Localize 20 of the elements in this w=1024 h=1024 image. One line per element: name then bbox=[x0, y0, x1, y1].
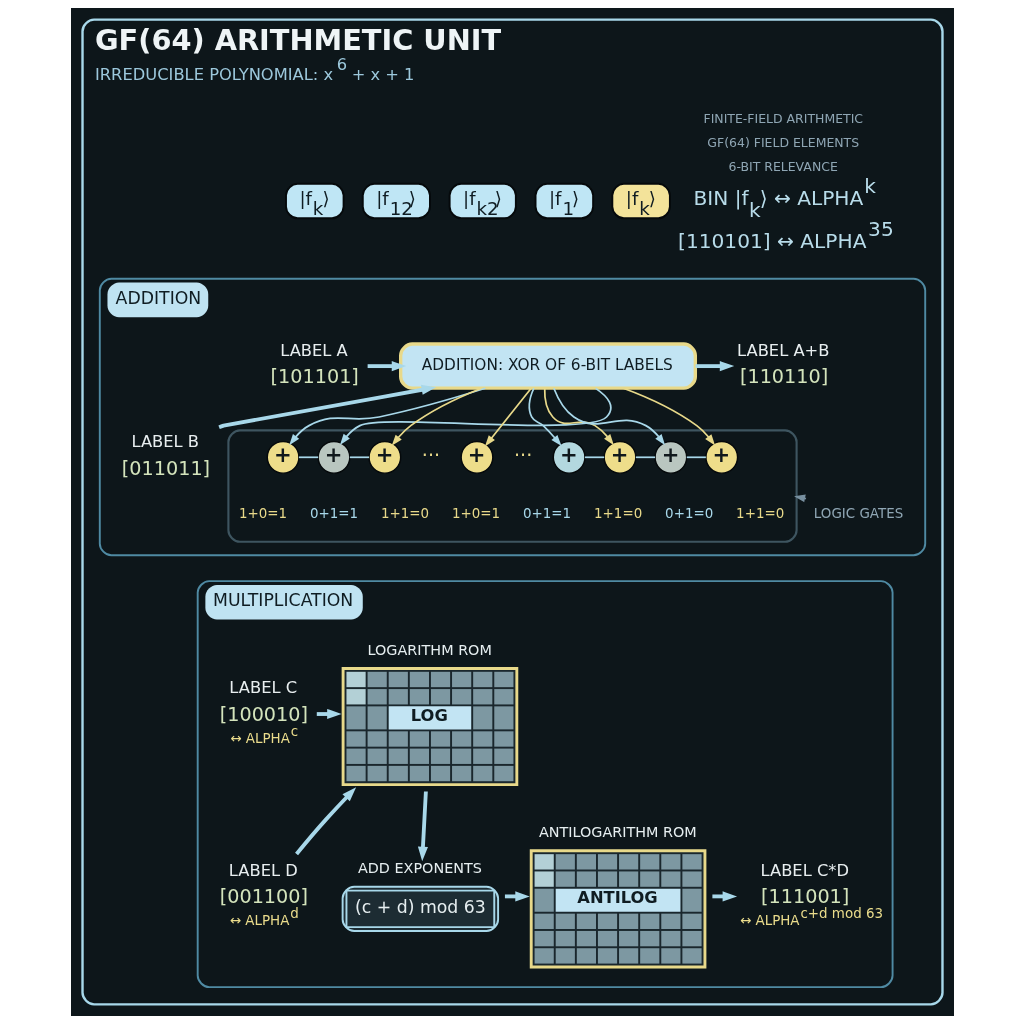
node-label: 0+1=1 bbox=[522, 506, 571, 522]
node-label: 1+1=0 bbox=[380, 506, 429, 522]
label: 6-BIT RELEVANCE bbox=[727, 158, 838, 174]
node-label: 1+0=1 bbox=[238, 506, 287, 522]
node-label: 0+1=1 bbox=[309, 506, 358, 522]
label: ··· bbox=[513, 444, 532, 468]
node-text: LABEL A+B [110110] bbox=[736, 341, 829, 389]
node-label: ANTILOGARITHM ROM bbox=[538, 823, 697, 840]
node-text: LABEL B [011011] bbox=[121, 432, 210, 480]
label: FINITE-FIELD ARITHMETIC bbox=[703, 110, 863, 126]
node-label: LOGARITHM ROM bbox=[367, 641, 492, 658]
node-text: LABEL A [101101] bbox=[270, 341, 359, 389]
label: ··· bbox=[421, 444, 440, 468]
node-text: LOGIC GATES bbox=[813, 506, 903, 522]
label: GF(64) FIELD ELEMENTS bbox=[706, 134, 859, 150]
node-label: ADD EXPONENTS bbox=[357, 860, 482, 877]
node-label: 1+1=0 bbox=[735, 506, 784, 522]
node-label: 0+1=0 bbox=[664, 506, 713, 522]
node-label: 1+1=0 bbox=[593, 506, 642, 522]
node-label: 1+0=1 bbox=[451, 506, 500, 522]
